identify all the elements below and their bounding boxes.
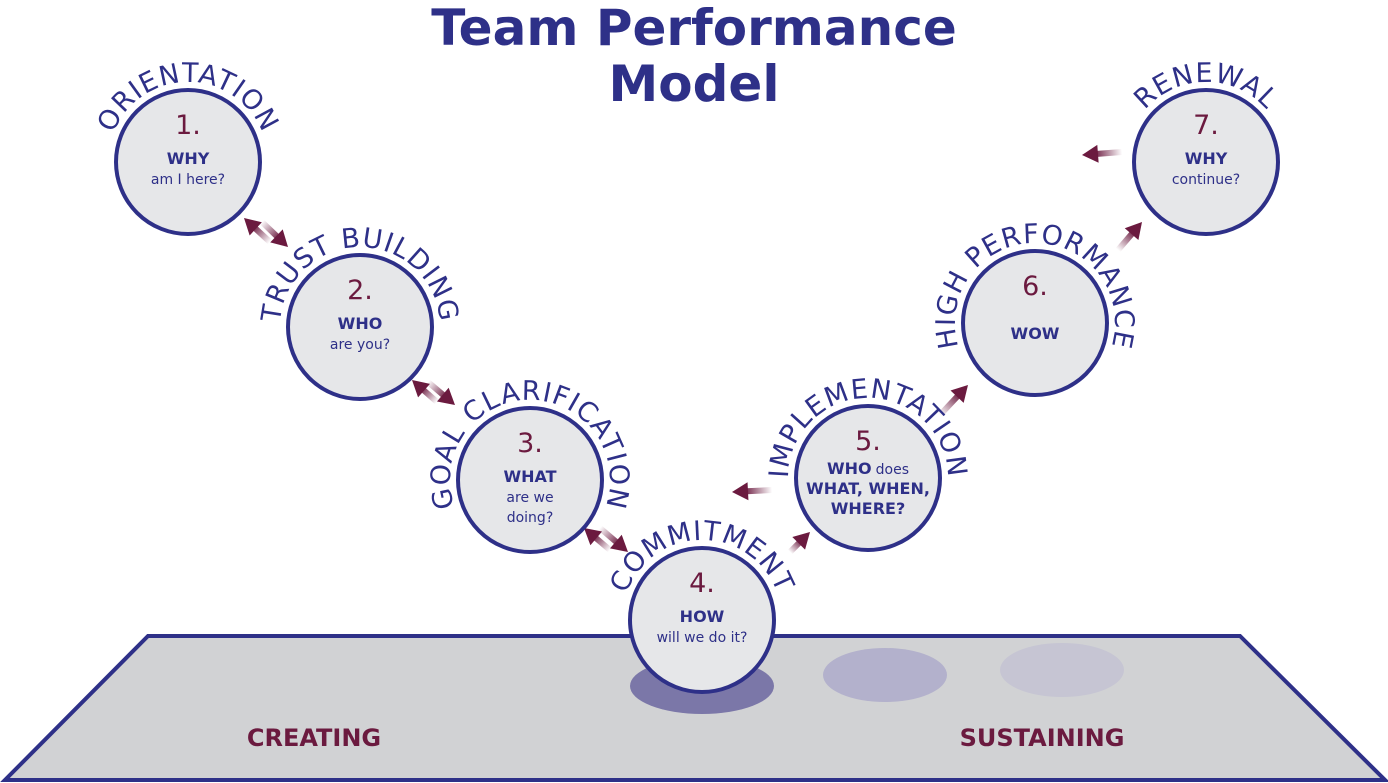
stage-number: 2. — [347, 275, 373, 306]
arrow-icon — [598, 525, 628, 553]
stage-question-text-2: doing? — [507, 510, 554, 526]
stage-question: WHY — [167, 149, 210, 168]
stage-question: WHY — [1185, 149, 1228, 168]
stage-question-text: are we — [506, 490, 553, 506]
arrow-icon — [412, 379, 439, 405]
stage-number: 5. — [855, 426, 881, 457]
stage-number: 4. — [689, 568, 715, 599]
stage-question: WOW — [1011, 324, 1060, 343]
stage-number: 3. — [517, 428, 543, 459]
stage-question: HOW — [680, 607, 725, 626]
arrow-icon — [787, 532, 810, 555]
stage-question-3: WHERE? — [831, 499, 906, 518]
arrow-icon — [583, 527, 612, 553]
shadow-ghost-2 — [1000, 643, 1124, 697]
arrow-icon — [426, 379, 456, 406]
stage-question-text: continue? — [1172, 172, 1240, 188]
shadow-ghost-1 — [823, 648, 947, 702]
stage-question: WHAT — [503, 467, 556, 486]
arrow-icon — [1115, 222, 1143, 252]
stage-question-text: will we do it? — [657, 630, 748, 646]
stage-circle — [1132, 88, 1280, 236]
stage-question-text: am I here? — [151, 172, 225, 188]
arrow-icon — [937, 385, 968, 418]
stage-circle — [628, 546, 776, 694]
stage-circle — [286, 253, 434, 401]
title-line-2: Model — [608, 55, 780, 113]
diagram-title: Team Performance Model — [0, 0, 1388, 112]
arrow-icon — [259, 219, 289, 248]
stage-question-2: WHAT, WHEN, — [806, 479, 930, 498]
stage-question: WHO — [338, 314, 383, 333]
stage-number: 1. — [175, 110, 201, 141]
title-line-1: Team Performance — [431, 0, 957, 57]
arrows — [244, 144, 1143, 555]
zone-creating: CREATING — [247, 724, 381, 752]
stage-circle — [794, 404, 942, 552]
stage-circle — [456, 406, 604, 554]
stage-number: 7. — [1193, 110, 1219, 141]
arrow-icon — [244, 217, 273, 245]
arrow-icon — [1081, 144, 1123, 163]
stage-circle — [961, 249, 1109, 397]
stage-question-text: are you? — [330, 337, 390, 353]
arrow-icon — [732, 482, 773, 501]
zone-sustaining: SUSTAINING — [960, 724, 1125, 752]
stage-number: 6. — [1022, 271, 1048, 302]
stage-circle — [114, 88, 262, 236]
